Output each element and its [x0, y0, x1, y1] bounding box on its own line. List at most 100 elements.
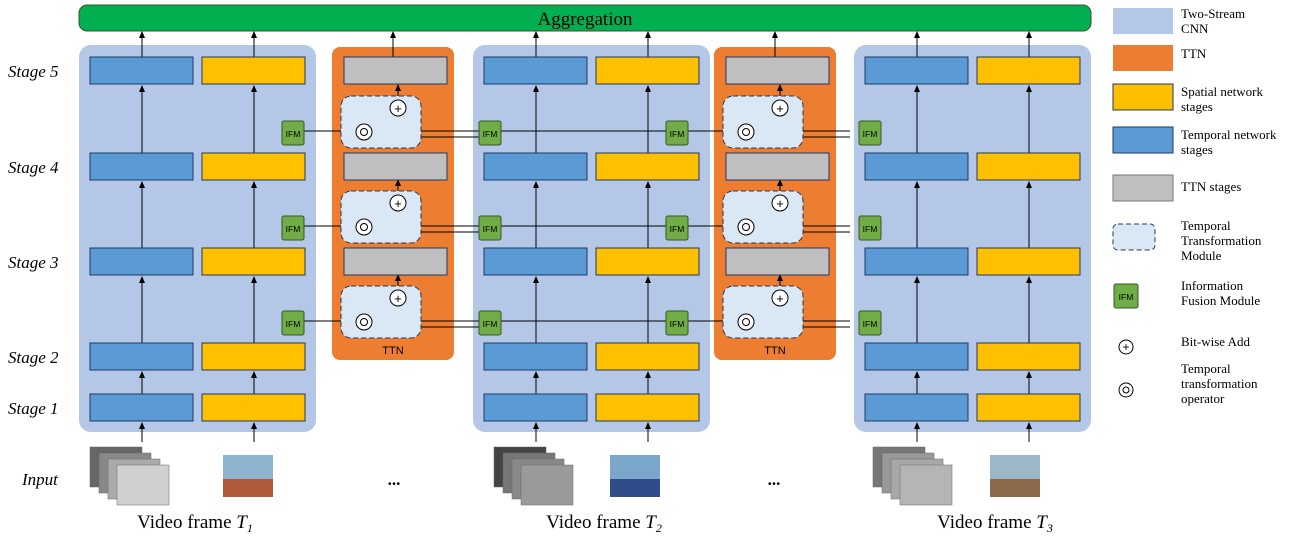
- ifm-label: IFM: [670, 224, 685, 234]
- spatial-stage-box: [595, 393, 700, 422]
- video-frame-label: Video frame T1: [137, 512, 253, 535]
- frame-subscript: 2: [656, 521, 662, 535]
- legend-text: stages: [1181, 142, 1213, 157]
- ifm-box: [281, 310, 305, 336]
- ifm-box: [281, 120, 305, 146]
- ifm-label: IFM: [863, 319, 878, 329]
- legend-text: transformation: [1181, 376, 1258, 391]
- frame-label-text: Video frame: [137, 512, 236, 533]
- legend-swatch-ifm: [1113, 283, 1139, 309]
- temporal-stage-box: [483, 393, 588, 422]
- legend-text: TTN stages: [1181, 179, 1241, 194]
- legend-swatch-spatial: [1112, 83, 1174, 111]
- legend-text: Fusion Module: [1181, 293, 1260, 308]
- plus-glyph: +: [776, 101, 784, 116]
- legend-text: Temporal: [1181, 361, 1231, 376]
- legend-add-icon: [1118, 339, 1134, 355]
- legend-text: Bit-wise Add: [1181, 334, 1250, 349]
- ifm-label: IFM: [670, 129, 685, 139]
- bitwise-add-icon: [389, 194, 407, 212]
- two-stream-cnn-panel: [854, 45, 1091, 432]
- temporal-transformation-module: [340, 285, 422, 339]
- spatial-stage-box: [976, 342, 1081, 371]
- spatial-stage-box: [976, 56, 1081, 85]
- video-frame-label: Video frame T3: [937, 512, 1053, 535]
- temporal-stage-box: [89, 152, 194, 181]
- bitwise-add-icon: [389, 289, 407, 307]
- ifm-box: [281, 215, 305, 241]
- optical-flow-frame: [116, 464, 170, 506]
- ellipsis: ...: [388, 470, 401, 489]
- temporal-stage-box: [89, 342, 194, 371]
- temporal-stage-box: [864, 152, 969, 181]
- transformation-operator-icon: [737, 313, 755, 331]
- spatial-stage-box: [976, 152, 1081, 181]
- ttn-stage-box: [725, 56, 830, 85]
- ttn-label: TTN: [382, 345, 403, 357]
- bitwise-add-icon: [771, 99, 789, 117]
- optical-flow-frame: [899, 464, 953, 506]
- transformation-operator-inner: [360, 128, 368, 136]
- legend-swatch-ttn-stages: [1112, 174, 1174, 202]
- rgb-frame-ground: [223, 479, 273, 497]
- legend-swatch-two-stream: [1113, 8, 1173, 34]
- temporal-stage-box: [89, 393, 194, 422]
- transformation-operator-icon: [737, 123, 755, 141]
- stage-label: Stage 4: [8, 158, 59, 177]
- spatial-stage-box: [201, 152, 306, 181]
- temporal-stage-box: [864, 393, 969, 422]
- transformation-operator-icon: [737, 218, 755, 236]
- stage-label: Stage 1: [8, 399, 59, 418]
- legend-text: Temporal: [1181, 218, 1231, 233]
- bitwise-add-icon: [389, 99, 407, 117]
- frame-label-text: Video frame: [546, 512, 645, 533]
- frame-subscript: 3: [1046, 521, 1053, 535]
- spatial-stage-box: [976, 393, 1081, 422]
- temporal-stage-box: [89, 247, 194, 276]
- spatial-stage-box: [595, 56, 700, 85]
- temporal-transformation-module: [722, 285, 804, 339]
- plus-glyph: +: [394, 196, 402, 211]
- spatial-stage-box: [595, 247, 700, 276]
- ifm-label: IFM: [863, 224, 878, 234]
- ifm-box: [858, 310, 882, 336]
- two-stream-cnn-panel: [79, 45, 316, 432]
- spatial-stage-box: [976, 247, 1081, 276]
- temporal-transformation-module: [722, 190, 804, 244]
- stage-label: Stage 2: [8, 348, 59, 367]
- spatial-stage-box: [595, 152, 700, 181]
- ifm-label: IFM: [863, 129, 878, 139]
- ifm-label: IFM: [483, 319, 498, 329]
- ifm-box: [665, 120, 689, 146]
- ifm-label: IFM: [483, 129, 498, 139]
- legend-text: stages: [1181, 99, 1213, 114]
- legend-text: Spatial network: [1181, 84, 1263, 99]
- frame-symbol: T: [236, 512, 248, 533]
- transformation-operator-icon: [355, 123, 373, 141]
- ifm-label: IFM: [483, 224, 498, 234]
- temporal-transformation-module: [340, 95, 422, 149]
- spatial-stage-box: [201, 393, 306, 422]
- legend-ifm-label: IFM: [1119, 292, 1134, 302]
- ttn-stage-box: [343, 56, 448, 85]
- frame-symbol: T: [1036, 512, 1048, 533]
- ifm-box: [478, 120, 502, 146]
- legend-text: Temporal network: [1181, 127, 1277, 142]
- temporal-stage-box: [483, 56, 588, 85]
- legend-swatch-ttm: [1112, 223, 1156, 251]
- ifm-label: IFM: [286, 129, 301, 139]
- stage-label: Stage 5: [8, 62, 59, 81]
- legend-text: Information: [1181, 278, 1244, 293]
- stage-label: Stage 3: [8, 253, 59, 272]
- legend-text: TTN: [1181, 46, 1207, 61]
- ifm-box: [478, 215, 502, 241]
- plus-glyph: +: [394, 101, 402, 116]
- legend-text: Two-Stream: [1181, 6, 1245, 21]
- ifm-box: [665, 310, 689, 336]
- aggregation-label: Aggregation: [538, 9, 633, 30]
- video-frame-label: Video frame T2: [546, 512, 662, 535]
- frame-label-text: Video frame: [937, 512, 1036, 533]
- legend-text: operator: [1181, 391, 1225, 406]
- input-label: Input: [21, 470, 59, 489]
